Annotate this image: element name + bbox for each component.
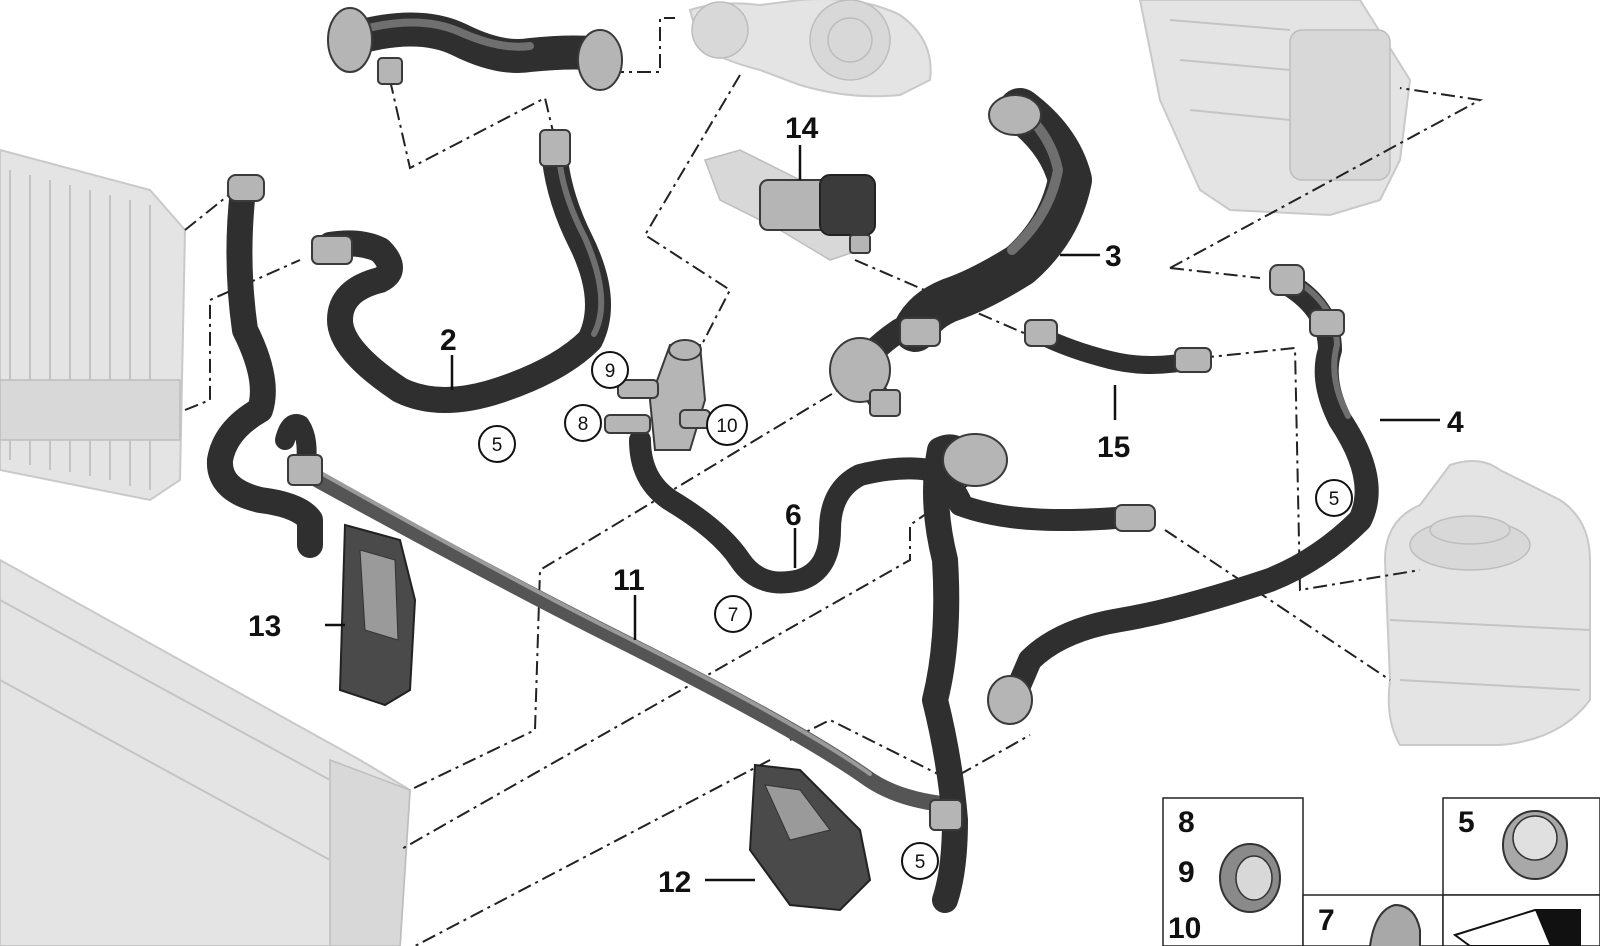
hose-center-vertical xyxy=(922,433,1008,913)
callout-12: 12 xyxy=(658,866,691,899)
hose-2 xyxy=(311,129,611,413)
tee-connector-8-9-10 xyxy=(604,339,711,451)
assembly-lines xyxy=(184,17,1484,946)
callout-11: 11 xyxy=(613,564,645,597)
svg-text:7: 7 xyxy=(728,605,739,626)
legend-box-clamp-8-9-10: 8 9 10 xyxy=(1162,797,1304,946)
svg-text:10: 10 xyxy=(1168,912,1201,945)
engine-pump-ghost xyxy=(688,0,932,98)
circled-callout-7: 7 xyxy=(714,595,752,633)
hose-left-loop xyxy=(206,174,323,558)
circled-callout-5: 5 xyxy=(478,425,516,463)
svg-text:10: 10 xyxy=(716,416,737,437)
hose-15 xyxy=(1024,319,1212,374)
hose-3 xyxy=(829,88,1092,417)
valve-14 xyxy=(704,149,876,261)
svg-text:5: 5 xyxy=(1329,489,1340,510)
svg-text:8: 8 xyxy=(578,414,589,435)
radiator-lower-ghost xyxy=(0,558,412,946)
leader-lines xyxy=(325,145,1440,882)
callout-13: 13 xyxy=(248,610,281,643)
circled-callout-10: 10 xyxy=(706,404,748,446)
svg-text:5: 5 xyxy=(915,852,926,873)
hose-6 xyxy=(629,429,1156,594)
expansion-tank-ghost xyxy=(1383,460,1591,746)
legend-box-clamp-5: 5 xyxy=(1442,797,1600,896)
circled-callout-8: 8 xyxy=(564,404,602,442)
callout-2: 2 xyxy=(440,324,457,357)
pipe-11 xyxy=(287,454,958,813)
circled-callouts: 5 5 5 7 8 9 10 xyxy=(478,351,1353,880)
svg-text:9: 9 xyxy=(605,361,616,382)
callout-14: 14 xyxy=(785,112,819,145)
callout-3: 3 xyxy=(1105,240,1122,273)
bracket-13 xyxy=(338,523,417,707)
svg-text:5: 5 xyxy=(492,435,503,456)
oil-filter-housing-ghost xyxy=(1138,0,1412,217)
bracket-12 xyxy=(748,763,872,912)
legend-box-clip-7: 7 xyxy=(1302,894,1444,946)
circled-callout-5: 5 xyxy=(1315,479,1353,517)
legend-boxes: 8 9 10 5 7 xyxy=(1162,797,1600,946)
svg-text:7: 7 xyxy=(1318,904,1335,937)
svg-text:5: 5 xyxy=(1458,806,1475,839)
upper-coolant-hose xyxy=(327,7,623,91)
radiator-upper-ghost xyxy=(0,148,187,502)
hose-4 xyxy=(987,264,1379,725)
callout-4: 4 xyxy=(1447,406,1464,439)
svg-text:8: 8 xyxy=(1178,806,1195,839)
callout-6: 6 xyxy=(785,499,802,532)
circled-callout-5: 5 xyxy=(901,842,939,880)
svg-text:9: 9 xyxy=(1178,856,1195,889)
legend-box-arrow xyxy=(1442,894,1600,946)
callout-15: 15 xyxy=(1097,431,1130,464)
circled-callout-9: 9 xyxy=(591,351,629,389)
callout-labels: 2 3 4 6 11 12 13 14 15 xyxy=(248,112,1464,899)
